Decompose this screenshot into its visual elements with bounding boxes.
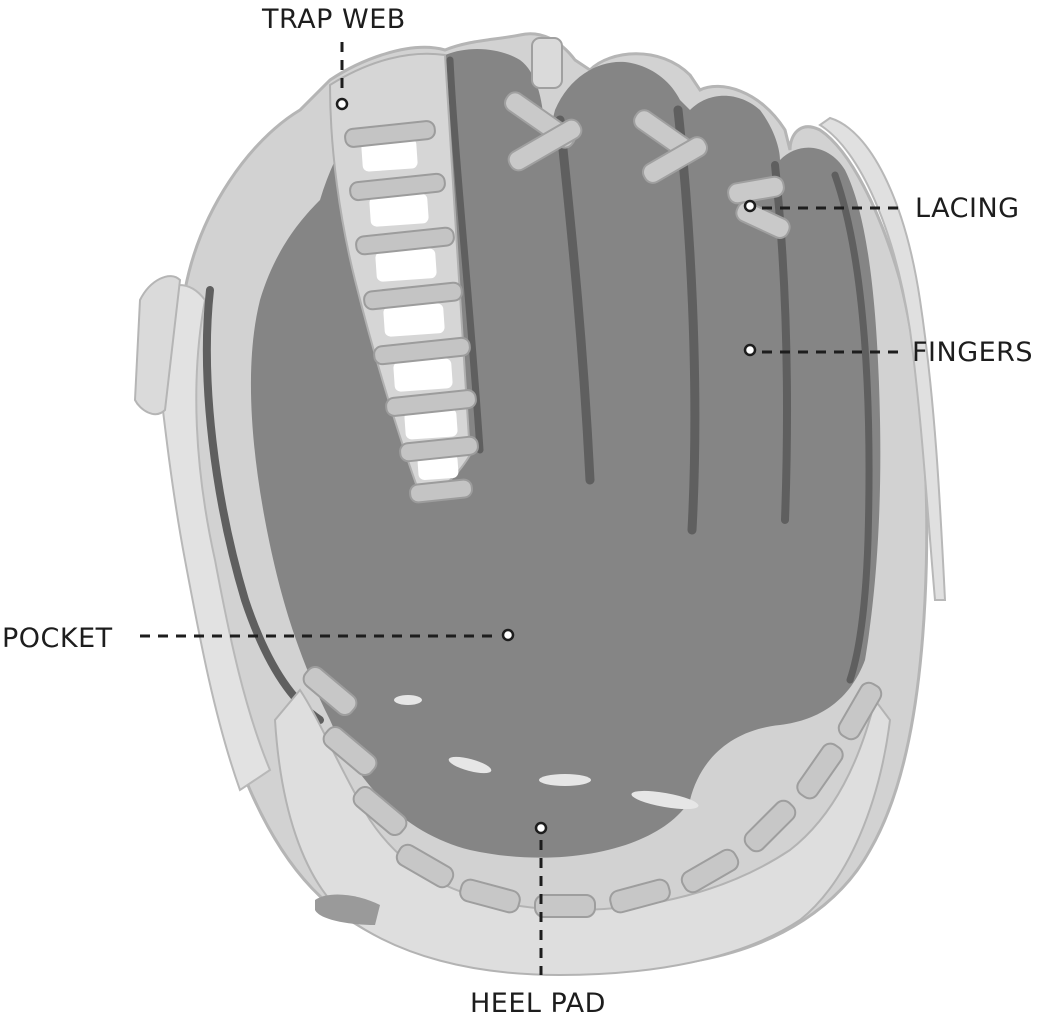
- heel-lace-highlights: [394, 695, 699, 810]
- marker-fingers: [743, 343, 757, 357]
- marker-pocket: [501, 628, 515, 642]
- thumb-flap: [133, 275, 182, 416]
- label-pocket: POCKET: [2, 623, 113, 654]
- marker-trap-web: [335, 97, 349, 111]
- pocket-rim-left: [202, 286, 324, 724]
- trap-web-openings: [361, 138, 459, 480]
- thumb-strip: [148, 284, 272, 792]
- finger-seam-4: [831, 171, 873, 684]
- pinky-binding: [818, 116, 947, 601]
- finger-seam-3: [771, 161, 791, 524]
- trap-web-laces: [344, 120, 479, 504]
- marker-lacing: [743, 199, 757, 213]
- label-heel-pad: HEEL PAD: [470, 988, 606, 1019]
- finger-seam-1: [555, 115, 595, 485]
- label-lacing: LACING: [915, 193, 1020, 224]
- heel-laces: [302, 665, 883, 918]
- glove-illustration: [133, 32, 947, 977]
- label-fingers: FINGERS: [912, 337, 1033, 368]
- finger-seam-5: [446, 56, 484, 454]
- callouts: TRAP WEB LACING FINGERS POCKET HEEL PAD: [2, 4, 1033, 1019]
- heel-bottom-tab: [315, 894, 380, 925]
- marker-heel-pad: [534, 821, 548, 835]
- label-trap-web: TRAP WEB: [261, 4, 406, 35]
- finger-top-laces: [504, 37, 791, 239]
